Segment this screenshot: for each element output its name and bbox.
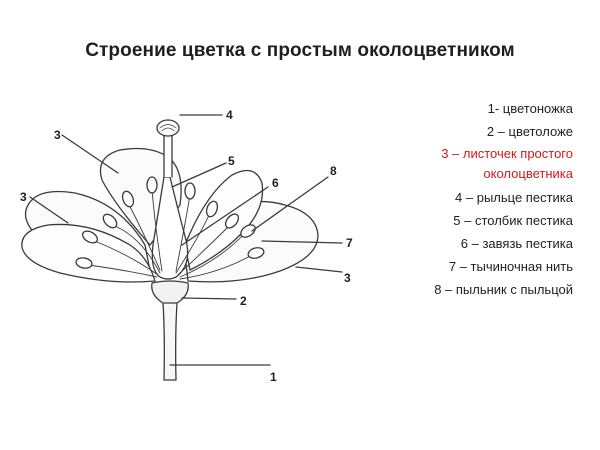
anther: [102, 213, 118, 229]
filament: [175, 212, 211, 274]
leader-line-3-upper: [61, 134, 119, 174]
anther: [146, 176, 158, 194]
leader-line-8: [251, 176, 329, 232]
filament: [127, 202, 161, 271]
label-3-right: 3: [344, 271, 351, 285]
anther: [81, 230, 99, 244]
legend-item-1: 1- цветоножка: [487, 101, 573, 116]
filament: [151, 189, 163, 272]
anther: [224, 213, 240, 229]
flower-stalk: [162, 302, 178, 381]
filament: [87, 264, 158, 278]
leader-line-3-right: [295, 266, 343, 273]
petal-left-front: [21, 223, 156, 283]
filament: [179, 254, 253, 280]
anther: [75, 257, 93, 269]
filament: [177, 224, 231, 276]
legend: 1- цветоножка 2 – цветоложе 3 – листочек…: [365, 97, 573, 301]
filament: [91, 239, 159, 276]
label-4: 4: [226, 108, 233, 122]
filament: [179, 232, 246, 278]
ovary: [151, 176, 189, 280]
label-2: 2: [240, 294, 247, 308]
label-1: 1: [270, 370, 277, 384]
label-7: 7: [346, 236, 353, 250]
label-3-left: 3: [20, 190, 27, 204]
anther: [184, 182, 196, 200]
leader-line-7: [261, 240, 343, 244]
label-5: 5: [228, 154, 235, 168]
flower-diagram: 1 2 3 3 3 4 5 6 7 8: [20, 108, 353, 384]
anther: [121, 190, 135, 208]
legend-item-6: 6 – завязь пестика: [460, 236, 573, 251]
slide-title: Строение цветка с простым околоцветником: [85, 40, 515, 61]
label-8: 8: [330, 164, 337, 178]
filament: [175, 194, 191, 272]
leader-line-3-left: [29, 196, 69, 224]
anther: [247, 247, 265, 259]
leader-line-6: [181, 186, 269, 246]
label-3-upper: 3: [54, 128, 61, 142]
legend-item-4: 4 – рыльце пестика: [455, 190, 573, 205]
legend-item-2: 2 – цветоложе: [486, 124, 573, 139]
receptacle: [151, 280, 189, 304]
legend-item-3: 3 – листочек простого околоцветника: [441, 146, 573, 181]
leader-line-5: [171, 162, 227, 188]
label-6: 6: [272, 176, 279, 190]
anther: [240, 224, 256, 238]
anther: [205, 200, 219, 218]
style: [163, 134, 173, 178]
legend-item-5: 5 – столбик пестика: [453, 213, 573, 228]
petal-right-back: [184, 169, 264, 271]
leader-line-2: [181, 297, 237, 300]
legend-item-8: 8 – пыльник с пыльцой: [434, 282, 573, 297]
legend-item-7: 7 – тычиночная нить: [448, 259, 573, 274]
filament: [111, 224, 161, 274]
